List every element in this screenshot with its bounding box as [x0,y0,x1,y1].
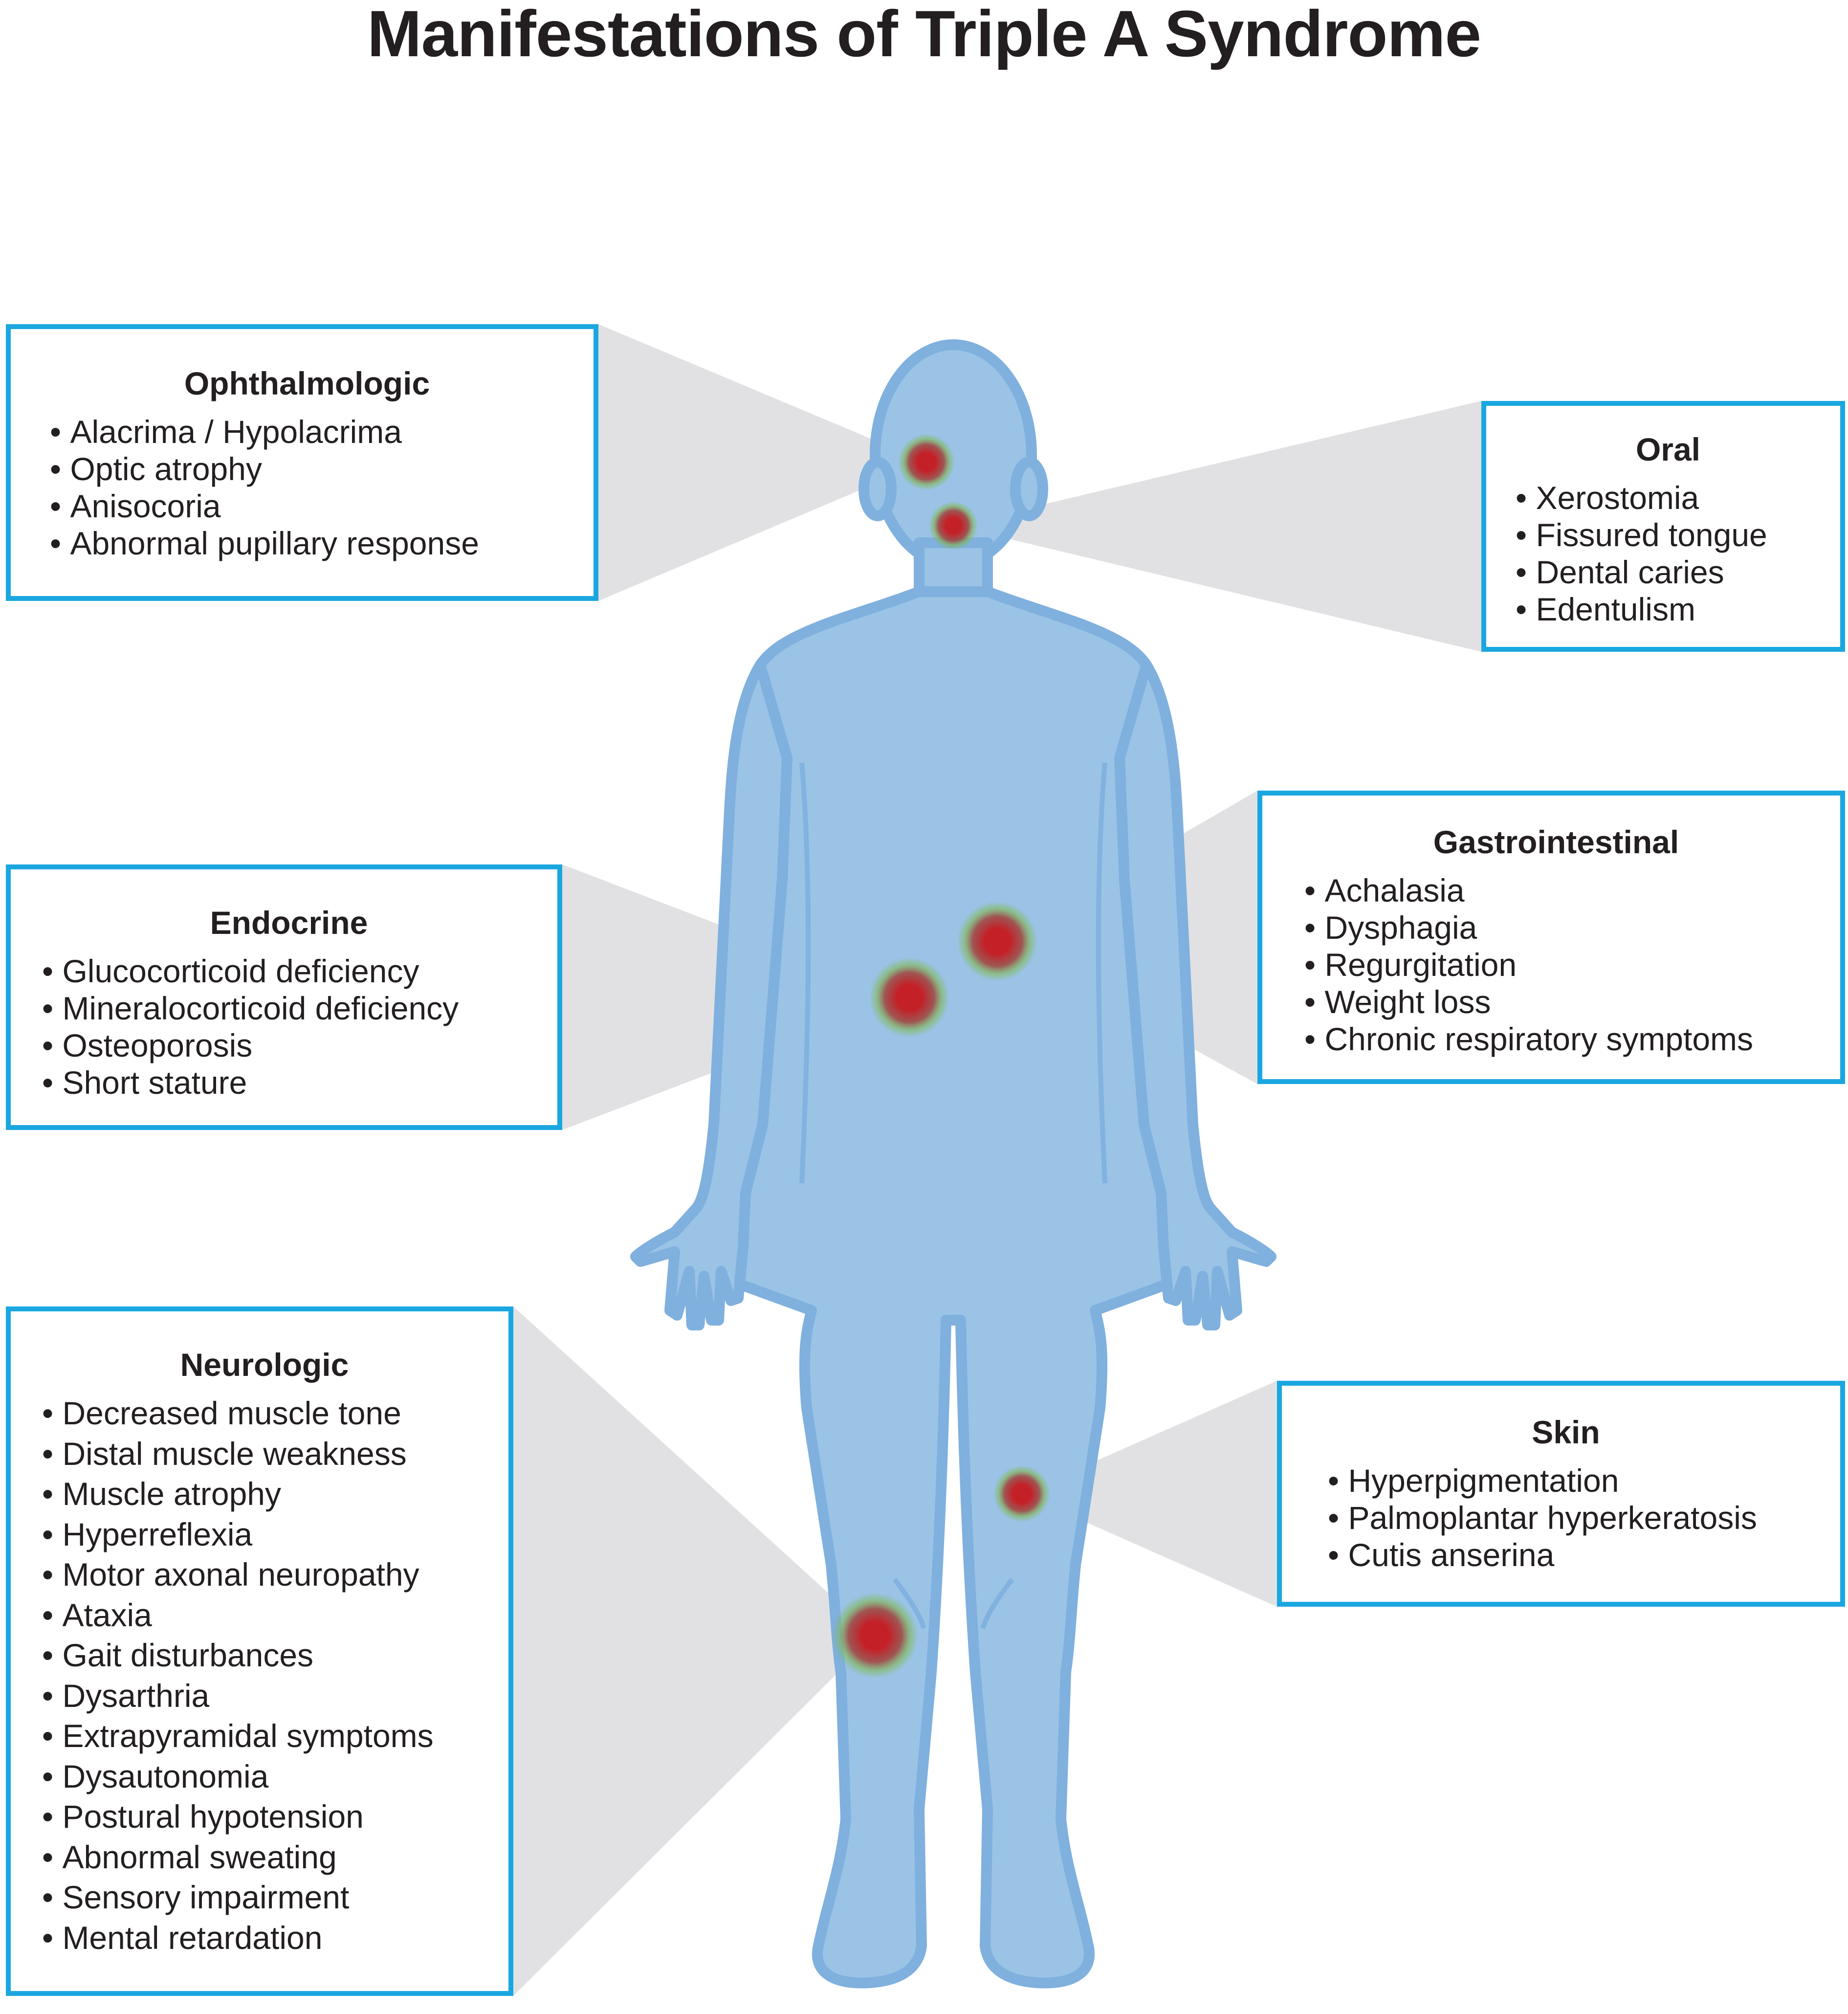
list-item: Fissured tongue [1516,519,1840,556]
list-item: Optic atrophy [50,453,594,490]
list-item: Muscle atrophy [42,1478,508,1518]
list-item: Glucocorticoid deficiency [42,955,557,992]
list-item: Mineralocorticoid deficiency [42,992,557,1029]
list-item: Short stature [42,1066,557,1104]
list-item: Ataxia [42,1599,508,1639]
list-item: Anisocoria [50,490,594,527]
list-item: Dental caries [1516,556,1840,593]
ophthalmologic-box: Ophthalmologic Alacrima / Hypolacrima Op… [6,324,598,601]
oral-box: Oral Xerostomia Fissured tongue Dental c… [1481,401,1845,652]
oral-list: Xerostomia Fissured tongue Dental caries… [1516,482,1840,630]
oral-heading: Oral [1635,431,1701,467]
lesion-mouth [929,501,978,550]
skin-list: Hyperpigmentation Palmoplantar hyperkera… [1328,1464,1840,1576]
gastrointestinal-list: Achalasia Dysphagia Regurgitation Weight… [1304,874,1840,1060]
ear-left [858,457,897,521]
ophthalmologic-list: Alacrima / Hypolacrima Optic atrophy Ani… [50,416,594,564]
lesion-knee [832,1593,918,1679]
list-item: Weight loss [1304,986,1840,1023]
list-item: Decreased muscle tone [42,1397,508,1438]
endocrine-box: Endocrine Glucocorticoid deficiency Mine… [6,864,562,1130]
list-item: Xerostomia [1516,482,1840,519]
body-shading [799,762,1107,1629]
list-item: Gait disturbances [42,1639,508,1680]
list-item: Abnormal sweating [42,1841,508,1881]
ear-right [1010,457,1048,521]
wedge-neurologic [513,1306,875,1996]
list-item: Achalasia [1304,874,1840,911]
lesion-leg [993,1465,1050,1522]
list-item: Chronic respiratory symptoms [1304,1023,1840,1060]
list-item: Dysphagia [1304,911,1840,949]
list-item: Hyperreflexia [42,1518,508,1559]
lesion-stomach [957,901,1037,981]
figure-title: Manifestations of Triple A Syndrome [367,0,1481,70]
arm-right [1114,660,1276,1330]
neurologic-heading: Neurologic [180,1347,349,1383]
neurologic-list: Decreased muscle tone Distal muscle weak… [42,1397,508,1962]
endocrine-heading: Endocrine [210,905,368,941]
list-item: Edentulism [1516,593,1840,630]
lesion-markers [832,434,1050,1679]
skin-heading: Skin [1532,1414,1600,1450]
ophthalmologic-heading: Ophthalmologic [184,365,430,401]
list-item: Extrapyramidal symptoms [42,1720,508,1760]
lesion-adrenal [869,957,949,1038]
list-item: Cutis anserina [1328,1539,1840,1576]
wedge-oral [953,401,1481,652]
lesion-eye [898,434,955,490]
gastrointestinal-box: Gastrointestinal Achalasia Dysphagia Reg… [1257,791,1845,1084]
wedge-skin [1022,1381,1277,1607]
list-item: Mental retardation [42,1922,508,1962]
arm-left [630,660,792,1330]
list-item: Distal muscle weakness [42,1438,508,1478]
list-item: Abnormal pupillary response [50,527,594,564]
list-item: Alacrima / Hypolacrima [50,416,594,453]
endocrine-list: Glucocorticoid deficiency Mineralocortic… [42,955,557,1104]
list-item: Osteoporosis [42,1029,557,1066]
neurologic-box: Neurologic Decreased muscle tone Distal … [6,1306,513,1996]
wedge-ophthalmologic [598,324,926,601]
list-item: Palmoplantar hyperkeratosis [1328,1502,1840,1539]
list-item: Postural hypotension [42,1800,508,1841]
list-item: Regurgitation [1304,949,1840,986]
gastrointestinal-heading: Gastrointestinal [1433,824,1679,860]
skin-box: Skin Hyperpigmentation Palmoplantar hype… [1277,1381,1845,1607]
list-item: Hyperpigmentation [1328,1464,1840,1502]
human-figure [630,339,1276,1989]
list-item: Motor axonal neuropathy [42,1558,508,1599]
list-item: Dysautonomia [42,1760,508,1801]
list-item: Dysarthria [42,1680,508,1720]
list-item: Sensory impairment [42,1881,508,1922]
